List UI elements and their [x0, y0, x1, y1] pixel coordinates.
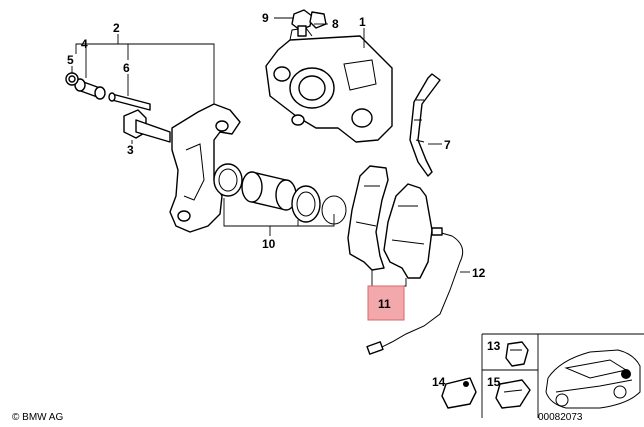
callout-15[interactable]: 15 [487, 375, 501, 389]
callout-2[interactable]: 2 [113, 21, 120, 35]
callout-1[interactable]: 1 [359, 15, 366, 29]
location-marker-icon [621, 369, 631, 379]
dust-cap[interactable] [65, 72, 79, 86]
callout-7[interactable]: 7 [444, 138, 451, 152]
diagram-number: 00082073 [538, 412, 583, 423]
callout-5[interactable]: 5 [67, 53, 74, 67]
callout-3[interactable]: 3 [127, 143, 134, 157]
callout-13[interactable]: 13 [487, 339, 501, 353]
brake-pads[interactable] [347, 165, 433, 279]
highlight-box-11 [367, 285, 405, 321]
guide-pin[interactable] [108, 92, 151, 111]
inset-panel: 13 14 15 [432, 333, 644, 418]
callout-4[interactable]: 4 [81, 37, 88, 51]
bleeder-cap[interactable] [309, 11, 327, 29]
callout-10[interactable]: 10 [262, 237, 276, 251]
leader-lines [71, 17, 470, 292]
pad-wear-sensor[interactable] [366, 227, 464, 355]
clip-14[interactable] [441, 377, 477, 409]
guide-bushing[interactable] [74, 78, 106, 100]
carrier-bolt[interactable] [123, 109, 171, 143]
car-thumbnail-icon [545, 349, 641, 409]
anti-rattle-spring[interactable] [409, 73, 441, 177]
callout-9[interactable]: 9 [262, 11, 269, 25]
callout-8[interactable]: 8 [332, 17, 339, 31]
clip-13[interactable] [505, 341, 529, 367]
callout-14[interactable]: 14 [432, 375, 446, 389]
callout-12[interactable]: 12 [472, 266, 486, 280]
bleeder-screw[interactable] [291, 9, 313, 37]
callout-labels: 1 2 3 4 5 6 7 8 9 10 11 12 [67, 11, 486, 311]
piston-kit[interactable] [213, 163, 347, 225]
caliper-carrier[interactable] [169, 103, 241, 233]
copyright-text: © BMW AG [12, 412, 63, 423]
caliper-housing[interactable] [265, 27, 393, 143]
clip-15[interactable] [495, 379, 531, 409]
callout-11[interactable]: 11 [378, 297, 391, 311]
callout-6[interactable]: 6 [123, 61, 130, 75]
